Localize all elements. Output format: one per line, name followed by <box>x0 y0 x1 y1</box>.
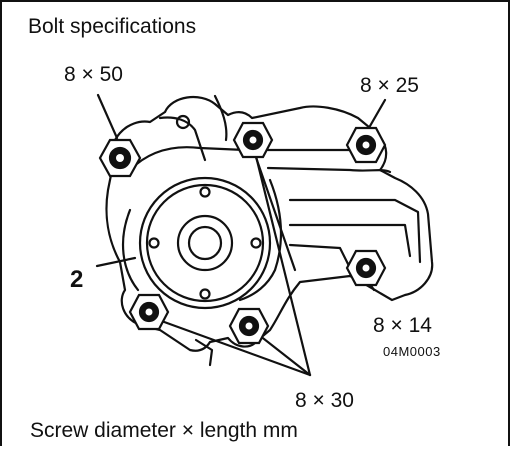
casting-line <box>121 208 140 292</box>
pulley-flange <box>138 176 272 310</box>
bolt-bottom-middle-icon <box>228 307 270 345</box>
bolt-top-right-icon <box>345 126 387 164</box>
hub-outer <box>176 214 234 272</box>
stud-hole <box>250 237 262 249</box>
casting-line <box>213 94 228 142</box>
stud-hole <box>199 288 211 300</box>
leader-line <box>96 93 119 140</box>
leader-line <box>248 138 297 272</box>
mounting-hole <box>175 114 191 130</box>
leader-line <box>95 256 137 268</box>
bolt-top-left-icon <box>98 138 142 178</box>
bolt-right-lower-icon <box>345 249 387 287</box>
bolt-spec-right-lower: 8 × 14 <box>373 314 432 337</box>
bolt-bottom-left-icon <box>128 293 170 331</box>
leader-line <box>250 138 312 377</box>
casting-line <box>238 178 283 302</box>
bolt-group <box>98 121 387 345</box>
casting-line <box>266 166 392 174</box>
casting-line <box>288 198 422 264</box>
diagram-title: Bolt specifications <box>28 15 197 38</box>
leader-line <box>143 313 312 377</box>
pulley-inner-ring <box>145 183 265 303</box>
bolt-top-middle-icon <box>232 121 274 159</box>
casting-line <box>158 116 207 162</box>
casting-line <box>288 243 352 270</box>
part-number-callout: 2 <box>70 266 84 293</box>
casting-line <box>128 146 247 172</box>
stud-hole <box>148 237 160 249</box>
bolt-spec-bottom: 8 × 30 <box>295 389 354 412</box>
casting-line <box>194 338 214 367</box>
casting-line <box>288 223 412 258</box>
bolt-spec-top-right: 8 × 25 <box>360 74 419 97</box>
figure-code: 04M0003 <box>383 344 441 359</box>
hub-bore <box>187 225 223 261</box>
pump-body-outline <box>105 96 434 352</box>
bolt-spec-top-left: 8 × 50 <box>64 63 123 86</box>
stud-hole <box>199 186 211 198</box>
footer-note: Screw diameter × length mm <box>30 419 298 442</box>
